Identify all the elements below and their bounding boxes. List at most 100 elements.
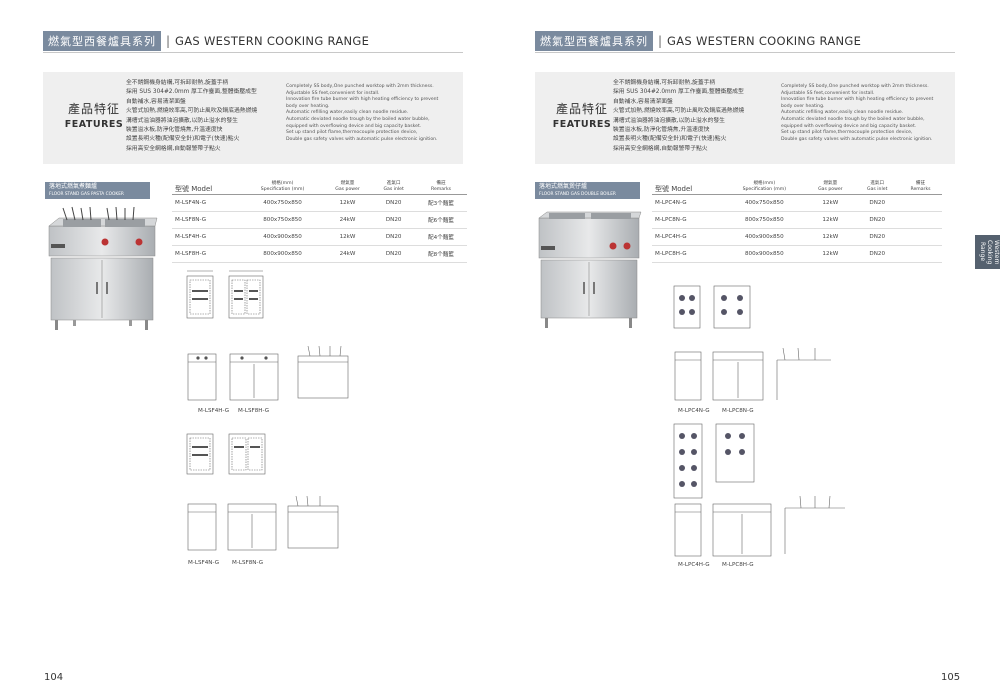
front-side-drawing bbox=[187, 345, 349, 401]
feature-item-en: Automatic deviated noodle trough by the … bbox=[286, 116, 430, 122]
feature-item-en: Set up stand pilot flame,thermocouple pr… bbox=[781, 130, 913, 136]
drawing-caption: M-LSF8N-G bbox=[232, 560, 264, 566]
features-label: 產品特征 FEATURES bbox=[547, 100, 617, 130]
section-header: 燃氣型西餐爐具系列 | GAS WESTERN COOKING RANGE bbox=[535, 31, 862, 51]
features-label-en: FEATURES bbox=[64, 119, 124, 130]
left-page: 燃氣型西餐爐具系列 | GAS WESTERN COOKING RANGE 產品… bbox=[43, 31, 467, 683]
features-list-en: Completely SS body,One punched worktop w… bbox=[286, 84, 438, 143]
col-spec: 規格(mm)Specification (mm) bbox=[260, 181, 305, 192]
feature-item-en: Set up stand pilot flame,thermocouple pr… bbox=[286, 130, 418, 136]
feature-item-en: Innovation fire tube burner with high he… bbox=[781, 97, 934, 103]
feature-item-en: Adjustable SS feet,convenient for instal… bbox=[781, 90, 875, 96]
product-name-en: FLOOR STAND GAS PASTA COOKER bbox=[49, 192, 124, 197]
front-side-drawing-2 bbox=[674, 495, 845, 557]
feature-item-en: Completely SS body,One punched worktop w… bbox=[286, 84, 434, 89]
feature-item-en: Double gas safety valves with automatic … bbox=[286, 136, 438, 142]
feature-item-zh: 採用高安全網格網,自動報警帶子點火 bbox=[126, 145, 221, 152]
drawing-caption: M-LPC4N-G bbox=[678, 408, 710, 414]
product-banner: 落地式燃氣煮麵爐 FLOOR STAND GAS PASTA COOKER bbox=[45, 182, 150, 199]
feature-item-zh: 自動補水,容易清潔面盤 bbox=[613, 98, 673, 105]
feature-item-en: Innovation fire tube burner with high he… bbox=[286, 97, 439, 103]
page-number: 105 bbox=[941, 672, 961, 683]
right-page: 燃氣型西餐爐具系列 | GAS WESTERN COOKING RANGE 產品… bbox=[500, 0, 1000, 697]
feature-item-zh: 裝置溢水板,防淨化管燒焦,升溫速度快 bbox=[613, 127, 710, 134]
top-view-drawing bbox=[673, 285, 751, 329]
features-label-zh: 產品特征 bbox=[555, 102, 608, 116]
header-rule bbox=[43, 52, 463, 53]
features-label-zh: 產品特征 bbox=[67, 102, 120, 116]
feature-item-en: equipped with overflowing device and big… bbox=[286, 123, 422, 129]
drawing-caption: M-LSF8H-G bbox=[238, 408, 270, 414]
feature-item-en: Automatic refilling water,easily clean n… bbox=[286, 110, 409, 116]
drawing-caption: M-LPC8N-G bbox=[722, 408, 754, 414]
feature-item-zh: 設置長明火種(配備安全針)和電子(快速)點火 bbox=[613, 136, 727, 143]
feature-item-en: body over heating. bbox=[286, 103, 330, 109]
feature-item-zh: 全不銹鋼機身結構,可拆卸耐熱,旋蓋手柄 bbox=[126, 80, 229, 86]
col-model: 型號 Model bbox=[175, 184, 213, 193]
col-model: 型號 Model bbox=[655, 184, 693, 193]
header-title-en: GAS WESTERN COOKING RANGE bbox=[175, 34, 370, 48]
page-number: 104 bbox=[44, 672, 64, 683]
product-name-en: FLOOR STAND GAS DOUBLE BOILER bbox=[539, 192, 616, 197]
feature-item-en: body over heating. bbox=[781, 103, 825, 109]
features-list-en: Completely SS body,One punched worktop w… bbox=[781, 84, 933, 143]
feature-item-en: Completely SS body,One punched worktop w… bbox=[781, 84, 929, 89]
features-label-en: FEATURES bbox=[552, 119, 612, 130]
top-view-drawing-2 bbox=[673, 423, 755, 499]
header-title-en: GAS WESTERN COOKING RANGE bbox=[667, 34, 862, 48]
drawing-caption: M-LPC8H-G bbox=[722, 562, 754, 568]
feature-item-zh: 採用 SUS 304#2.0mm 厚工作臺面,整體衝壓成型 bbox=[126, 89, 257, 96]
top-view-drawing bbox=[186, 270, 264, 319]
features-panel: 產品特征 FEATURES 全不銹鋼機身結構,可拆卸耐熱,旋蓋手柄 採用 SUS… bbox=[43, 72, 463, 164]
double-boiler-photo bbox=[538, 211, 642, 328]
feature-item-zh: 火管式加熱,燃燒效率高,可防止風吹及鍋底過熱燃燒 bbox=[613, 108, 745, 115]
features-list-zh: 全不銹鋼機身結構,可拆卸耐熱,旋蓋手柄 採用 SUS 304#2.0mm 厚工作… bbox=[126, 79, 257, 154]
product-banner: 落地式燃氣煲仔爐 FLOOR STAND GAS DOUBLE BOILER bbox=[535, 182, 640, 199]
feature-item-zh: 溝槽式溢油器將油泡擴散,以防止溢水的發生 bbox=[126, 117, 238, 124]
side-tab: Western Cooking Range bbox=[975, 235, 1000, 269]
header-separator: | bbox=[658, 34, 663, 48]
col-spec: 規格(mm)Specification (mm) bbox=[742, 181, 787, 192]
feature-item-zh: 全不銹鋼機身結構,可拆卸耐熱,旋蓋手柄 bbox=[613, 80, 716, 86]
front-side-drawing bbox=[674, 347, 831, 401]
feature-item-en: equipped with overflowing device and big… bbox=[781, 123, 917, 129]
feature-item-zh: 裝置溢水板,防淨化管燒焦,升溫速度快 bbox=[126, 127, 223, 134]
feature-item-zh: 設置長明火種(配備安全針)和電子(快速)點火 bbox=[126, 136, 240, 143]
features-label: 產品特征 FEATURES bbox=[59, 100, 129, 130]
drawing-caption: M-LSF4N-G bbox=[188, 560, 220, 566]
feature-item-zh: 自動補水,容易清潔面盤 bbox=[126, 98, 186, 105]
feature-item-en: Automatic deviated noodle trough by the … bbox=[781, 116, 925, 122]
section-header: 燃氣型西餐爐具系列 | GAS WESTERN COOKING RANGE bbox=[43, 31, 370, 51]
feature-item-zh: 採用 SUS 304#2.0mm 厚工作臺面,整體衝壓成型 bbox=[613, 89, 744, 96]
product-name-zh: 落地式燃氣煮麵爐 bbox=[49, 183, 98, 190]
feature-item-zh: 火管式加熱,燃燒效率高,可防止風吹及鍋底過熱燃燒 bbox=[126, 108, 258, 115]
features-list-zh: 全不銹鋼機身結構,可拆卸耐熱,旋蓋手柄 採用 SUS 304#2.0mm 厚工作… bbox=[613, 79, 744, 154]
product-name-zh: 落地式燃氣煲仔爐 bbox=[539, 183, 588, 190]
top-view-drawing-2 bbox=[186, 433, 266, 475]
header-separator: | bbox=[166, 34, 171, 48]
header-title-zh: 燃氣型西餐爐具系列 bbox=[43, 31, 161, 51]
feature-item-zh: 溝槽式溢油器將油泡擴散,以防止溢水的發生 bbox=[613, 117, 725, 124]
feature-item-zh: 採用高安全網格網,自動報警帶子點火 bbox=[613, 145, 708, 152]
header-rule bbox=[535, 52, 955, 53]
front-side-drawing-2 bbox=[187, 495, 339, 551]
drawing-caption: M-LSF4H-G bbox=[198, 408, 230, 414]
drawing-caption: M-LPC4H-G bbox=[678, 562, 710, 568]
feature-item-en: Adjustable SS feet,convenient for instal… bbox=[286, 90, 380, 96]
